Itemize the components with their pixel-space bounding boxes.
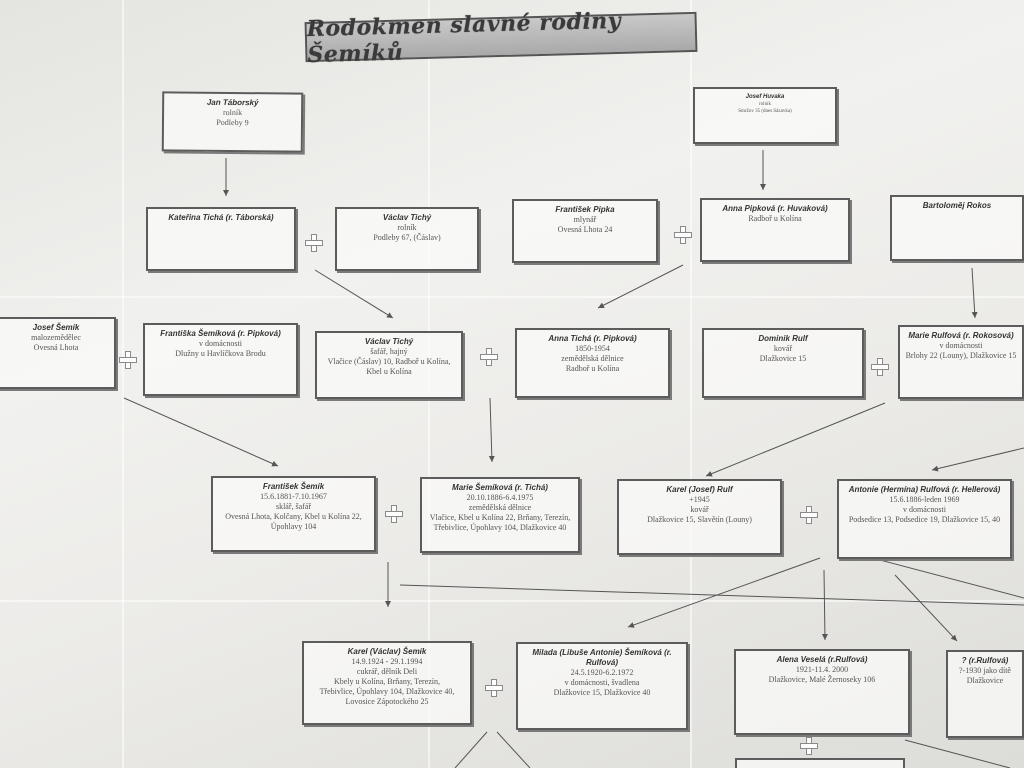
- person-box-karel-rulf: Karel (Josef) Rulf +1945 kovář Dlažkovic…: [617, 479, 782, 555]
- person-name: Anna Pipková (r. Huvaková): [722, 204, 828, 213]
- person-name: Alena Veselá (r.Rulfová): [776, 655, 868, 664]
- person-info: 20.10.1886-6.4.1975 zemědělská dělnice V…: [429, 493, 571, 532]
- person-info: 15.6.1886-leden 1969 v domácnosti Podsed…: [848, 495, 1001, 524]
- person-info: 14.9.1924 - 29.1.1994 cukrář, dělník Del…: [319, 657, 455, 706]
- person-name: Václav Tichý: [364, 337, 414, 346]
- person-name: Marie Rulfová (r. Rokosová): [908, 331, 1014, 340]
- person-box-karel-vaclav-semik: Karel (Václav) Šemík 14.9.1924 - 29.1.19…: [302, 641, 472, 725]
- person-name: Kateřina Tichá (r. Táborská): [168, 213, 274, 222]
- person-name: Anna Tichá (r. Pipková): [548, 334, 637, 343]
- person-info: v domácnosti Brlohy 22 (Louny), Dlažkovi…: [905, 341, 1017, 360]
- person-name: Františka Šemíková (r. Pipková): [160, 329, 281, 338]
- person-box-anna-pipkova-huvakova: Anna Pipková (r. Huvaková) Radboř u Kolí…: [700, 198, 850, 262]
- person-box-alena-vesela: Alena Veselá (r.Rulfová) 1921-11.4. 2000…: [734, 649, 910, 735]
- person-info: rolník Smržov 35 (dnes Sázavka): [738, 102, 792, 114]
- person-info: 24.5.1920-6.2.1972 v domácnosti, švadlen…: [553, 668, 651, 697]
- person-box-anna-ticha: Anna Tichá (r. Pipková) 1850-1954 zemědě…: [515, 328, 670, 398]
- marriage-plus-icon: [480, 348, 498, 366]
- person-box-milada-semikova: Milada (Libuše Antonie) Šemíková (r. Rul…: [516, 642, 688, 730]
- person-box-frantisek-pipka: František Pipka mlynář Ovesná Lhota 24: [512, 199, 658, 263]
- person-name: Josef Šemík: [32, 323, 80, 332]
- person-box-partial: [735, 758, 905, 768]
- person-info: malozemědělec Ovesná Lhota: [31, 333, 81, 352]
- person-box-frantisek-semik: František Šemík 15.6.1881-7.10.1967 sklá…: [211, 476, 376, 552]
- person-name: František Šemík: [262, 482, 325, 491]
- person-box-frantiska-semikova: Františka Šemíková (r. Pipková) v domácn…: [143, 323, 298, 396]
- person-info: v domácnosti Dlužny u Havlíčkova Brodu: [175, 339, 266, 358]
- marriage-plus-icon: [119, 351, 137, 369]
- person-info: rolník Podleby 9: [216, 107, 249, 128]
- person-name: Bartoloměj Rokos: [922, 201, 992, 210]
- person-info: kovář Dlažkovice 15: [759, 344, 807, 363]
- marriage-plus-icon: [871, 358, 889, 376]
- person-name: Dominik Rulf: [758, 334, 808, 343]
- person-box-vaclav-tichy-sr: Václav Tichý rolník Podleby 67, (Čáslav): [335, 207, 479, 271]
- person-name: ? (r.Rulfová): [961, 656, 1009, 665]
- paper-fold: [0, 600, 1024, 602]
- person-box-josef-semik: Josef Šemík malozemědělec Ovesná Lhota: [0, 317, 116, 389]
- person-name: Antonie (Hermína) Rulfová (r. Hellerová): [848, 485, 1001, 494]
- person-info: 15.6.1881-7.10.1967 sklář, šafář Ovesná …: [225, 492, 362, 531]
- marriage-plus-icon: [485, 679, 503, 697]
- person-name: Milada (Libuše Antonie) Šemíková (r. Rul…: [532, 648, 672, 667]
- person-name: František Pipka: [555, 205, 615, 214]
- person-box-marie-rulfova: Marie Rulfová (r. Rokosová) v domácnosti…: [898, 325, 1024, 399]
- person-info: Radboř u Kolína: [748, 214, 802, 223]
- paper-fold: [122, 0, 124, 768]
- person-box-josef-huvaka: Josef Huvaka rolník Smržov 35 (dnes Sáza…: [693, 87, 837, 144]
- person-box-dominik-rulf: Dominik Rulf kovář Dlažkovice 15: [702, 328, 864, 398]
- marriage-plus-icon: [800, 737, 818, 755]
- marriage-plus-icon: [385, 505, 403, 523]
- person-info: mlynář Ovesná Lhota 24: [557, 215, 613, 234]
- marriage-plus-icon: [305, 234, 323, 252]
- paper-fold: [0, 296, 1024, 298]
- person-name: Marie Šemíková (r. Tichá): [452, 483, 548, 492]
- person-box-antonie-rulfova: Antonie (Hermína) Rulfová (r. Hellerová)…: [837, 479, 1012, 559]
- person-info: 1850-1954 zemědělská dělnice Radboř u Ko…: [561, 344, 624, 373]
- person-info: 1921-11.4. 2000 Dlažkovice, Malé Žernose…: [768, 665, 876, 684]
- person-name: Václav Tichý: [382, 213, 432, 222]
- person-box-vaclav-tichy-jr: Václav Tichý šafář, hajný Vlačice (Čásla…: [315, 331, 463, 399]
- marriage-plus-icon: [674, 226, 692, 244]
- person-box-katerina-ticha: Kateřina Tichá (r. Táborská): [146, 207, 296, 271]
- person-box-jan-taborsky: Jan Táborský rolník Podleby 9: [161, 91, 304, 153]
- person-name: Karel (Václav) Šemík: [347, 647, 427, 656]
- person-name: Josef Huvaka: [745, 94, 785, 100]
- person-name: Karel (Josef) Rulf: [666, 485, 733, 494]
- person-info: ?-1930 jako dítě Dlažkovice: [959, 666, 1011, 685]
- person-box-bartolomej-rokos: Bartoloměj Rokos: [890, 195, 1024, 261]
- person-info: šafář, hajný Vlačice (Čáslav) 10, Radboř…: [327, 347, 451, 376]
- person-box-unknown-rulfova: ? (r.Rulfová) ?-1930 jako dítě Dlažkovic…: [946, 650, 1024, 738]
- person-box-marie-semikova: Marie Šemíková (r. Tichá) 20.10.1886-6.4…: [420, 477, 580, 553]
- marriage-plus-icon: [800, 506, 818, 524]
- paper-fold: [690, 0, 692, 768]
- person-info: rolník Podleby 67, (Čáslav): [373, 223, 441, 242]
- person-info: +1945 kovář Dlažkovice 15, Slavětín (Lou…: [647, 495, 752, 524]
- page-title: Rodokmen slavné rodiny Šemíků: [304, 8, 698, 68]
